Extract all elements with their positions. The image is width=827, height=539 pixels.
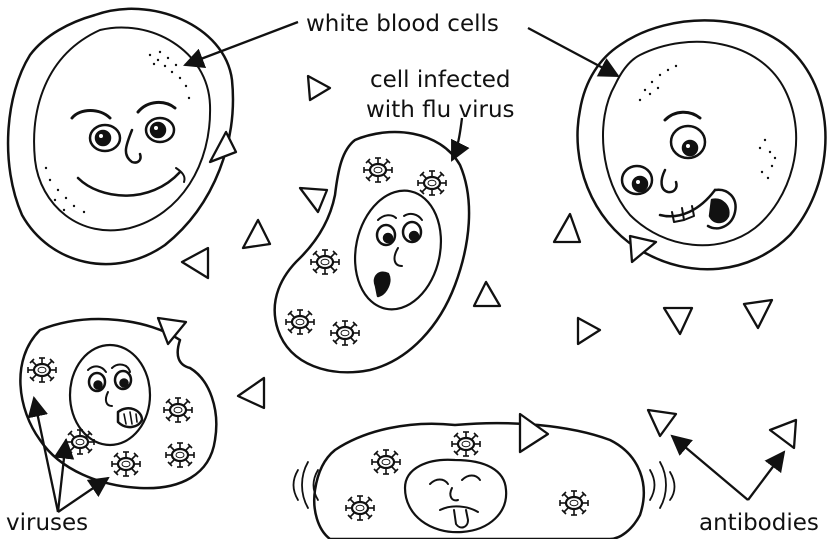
virus-icon [560, 491, 588, 515]
antibody-triangle-icon [770, 420, 796, 448]
arrow-to-left-wbc [185, 22, 298, 65]
antibody-triangle-icon [210, 132, 236, 162]
virus-icon [66, 430, 94, 454]
arrow-to-virus-3 [58, 478, 108, 512]
label-infected-cell-line2: with flu virus [366, 95, 515, 125]
virus-icon [164, 398, 192, 422]
label-viruses: viruses [6, 508, 88, 538]
virus-icon [311, 250, 339, 274]
antibody-triangle-icon [300, 188, 327, 212]
virus-icon [372, 450, 400, 474]
antibody-triangle-icon [578, 318, 600, 344]
antibody-triangle-icon [308, 76, 330, 100]
antibody-triangle-icon [630, 236, 656, 262]
virus-icon [331, 321, 359, 345]
virus-icon [346, 496, 374, 520]
antibody-triangle-icon [474, 282, 500, 306]
label-infected-cell-line1: cell infected [366, 65, 515, 95]
antibody-triangle-icon [238, 378, 264, 408]
antibody-triangle-icon [664, 308, 692, 334]
arrow-to-virus-2 [58, 440, 66, 512]
virus-icon [112, 452, 140, 476]
virus-icon [452, 432, 480, 456]
label-white-blood-cells: white blood cells [306, 9, 499, 39]
virus-particles [28, 158, 588, 520]
arrow-to-antibody-1 [672, 436, 748, 500]
white-blood-cell-right [578, 20, 826, 269]
label-infected-cell: cell infected with flu virus [366, 65, 515, 125]
arrow-to-antibody-2 [748, 452, 784, 500]
infected-cell-center [275, 132, 469, 372]
antibody-triangle-icon [243, 220, 270, 248]
label-antibodies: antibodies [699, 508, 819, 538]
white-blood-cell-left [8, 9, 233, 264]
antibody-triangle-icon [744, 300, 772, 328]
antibody-triangle-icon [158, 318, 186, 344]
virus-icon [28, 358, 56, 382]
virus-icon [418, 171, 446, 195]
virus-icon [286, 310, 314, 334]
virus-icon [166, 443, 194, 467]
antibody-triangle-icon [182, 248, 208, 278]
virus-icon [364, 158, 392, 182]
arrow-to-right-wbc [528, 28, 618, 76]
antibody-triangle-icon [554, 214, 580, 242]
antibody-triangle-icon [648, 410, 676, 436]
dying-cell-bottom [294, 423, 675, 539]
antibody-triangle-icon [520, 414, 548, 452]
